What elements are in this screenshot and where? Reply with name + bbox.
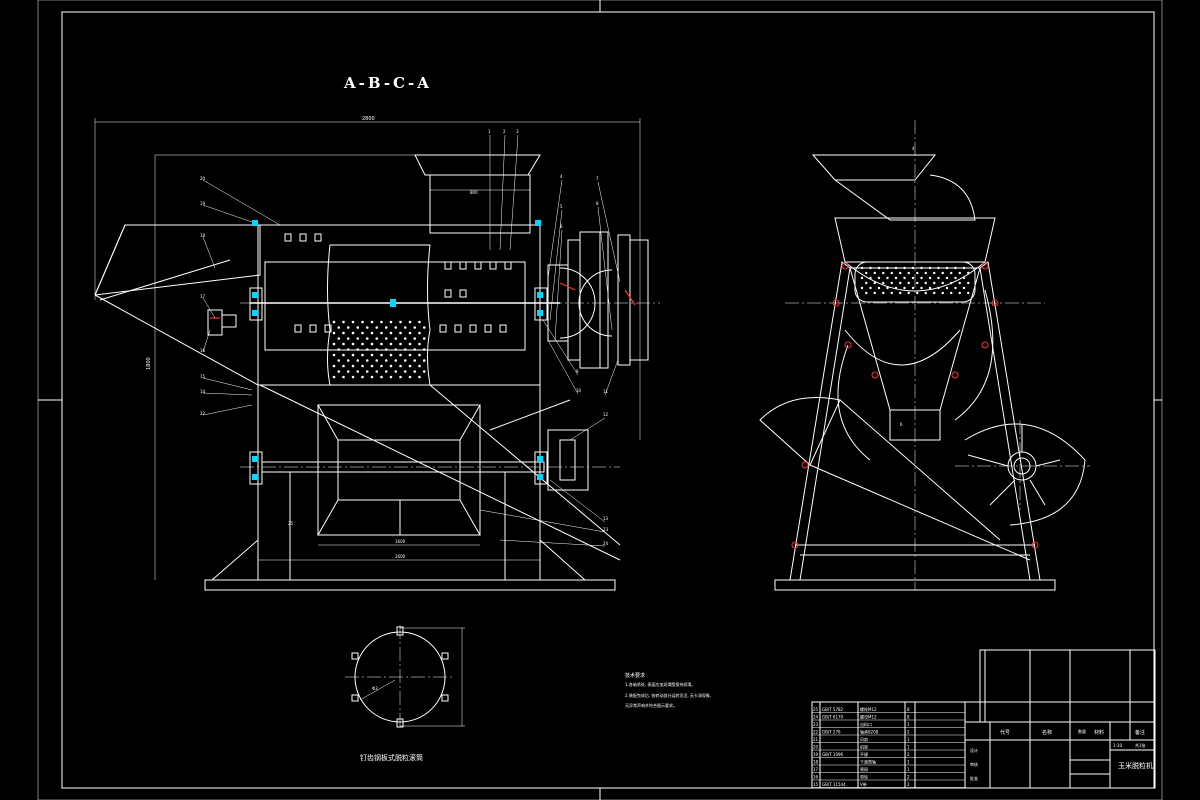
parts-list-cell: 21	[813, 737, 819, 742]
parts-list-cell: GB/T 1096	[822, 752, 844, 757]
side-view: 4 6	[759, 120, 1090, 591]
part-no-19: 19	[200, 201, 206, 206]
part-no-22: 22	[200, 411, 206, 416]
part-no-10: 10	[576, 388, 582, 393]
view-title: A-B-C-A	[343, 74, 432, 92]
dim-height: 1800	[146, 357, 152, 370]
col-material: 材料	[1094, 729, 1104, 736]
parts-list-cell: GB/T 5782	[822, 707, 844, 712]
part-no-20: 20	[200, 176, 206, 181]
parts-list-cell: GB/T 6170	[822, 715, 844, 720]
outer-frame	[37, 0, 1163, 800]
parts-list-cell: 18	[813, 760, 819, 765]
part-no-17: 17	[200, 294, 206, 299]
col-name: 名称	[1042, 729, 1052, 736]
parts-list-cell: 19	[813, 752, 819, 757]
part-no-5: 5	[560, 204, 563, 209]
leader-lines	[202, 134, 621, 547]
part-no-14: 14	[200, 389, 206, 394]
parts-list-cell: 22	[813, 730, 819, 735]
parts-list-cell: 25	[813, 707, 819, 712]
parts-list-cell: 1	[907, 722, 910, 727]
drum-detail-view: Φ3 钉齿钢板式脱粒滚筒	[345, 625, 465, 762]
part-no-16: 16	[200, 348, 206, 353]
parts-list-cell: 出料口	[860, 721, 872, 727]
parts-list-cell: 螺母M12	[860, 714, 877, 720]
parts-list-cell: GB/T 11544	[822, 782, 846, 787]
part-no-13: 13	[603, 516, 609, 521]
part-no-23: 23	[603, 527, 609, 532]
parts-list-cell: 8	[907, 707, 910, 712]
bearing-blocks	[249, 220, 548, 485]
approver: 批准	[970, 775, 978, 781]
detail-caption: 钉齿钢板式脱粒滚筒	[360, 753, 423, 762]
parts-list-cell: 带轮	[860, 774, 868, 780]
parts-list-cell: 2	[907, 730, 910, 735]
tech-heading: 技术要求	[625, 672, 645, 679]
dim-overall-width: 2800	[362, 116, 375, 122]
svg-text:6: 6	[900, 422, 903, 427]
parts-list-cell: 2	[907, 782, 910, 787]
parts-list-cell: 17	[813, 767, 819, 772]
inner-frame	[61, 11, 1155, 789]
parts-list-cell: 筛网	[860, 766, 868, 772]
checker: 审核	[970, 761, 978, 767]
pulleys	[547, 231, 649, 491]
parts-list-cell: 15	[813, 782, 819, 787]
part-no-1: 1	[488, 129, 491, 134]
part-no-25: 25	[288, 521, 294, 526]
parts-list-cell: 下滚筒轴	[860, 759, 876, 765]
part-no-24: 24	[603, 541, 609, 546]
detail-dim-dia: Φ3	[372, 686, 378, 691]
part-no-15: 15	[200, 374, 206, 379]
parts-list-cell: 23	[813, 722, 819, 727]
col-qty: 数量	[1078, 728, 1086, 734]
parts-list-cell: 2	[907, 775, 910, 780]
part-no-12: 12	[603, 412, 609, 417]
parts-list-cell: 1	[907, 737, 910, 742]
parts-list-cell: 平键	[860, 751, 868, 757]
parts-list-cell: 机架	[860, 744, 868, 750]
part-no-3: 3	[516, 129, 519, 134]
sheet: 共1张	[1135, 742, 1146, 748]
parts-list-cell: 16	[813, 775, 819, 780]
parts-list-cell: GB/T 276	[822, 730, 841, 735]
svg-text:4: 4	[912, 146, 915, 151]
tech-requirements: 技术要求 1.各轴承处, 表面应加润滑脂保持润滑。 2.装配完成后, 各转动部分…	[625, 672, 711, 708]
tech-line-2: 2.装配完成后, 各转动部分运转灵活, 无卡滞现象,	[625, 692, 711, 698]
designer: 设计	[970, 747, 978, 753]
col-code: 代号	[1000, 729, 1010, 736]
machine-name: 玉米脱粒机	[1118, 761, 1153, 770]
parts-list-cell: 轴承6208	[860, 729, 879, 735]
tech-line-3: 无异常声响并符合图示要求。	[625, 702, 677, 708]
part-no-9: 9	[576, 369, 579, 374]
parts-list-cell: 1	[907, 760, 910, 765]
parts-list-cell: 螺栓M12	[860, 706, 877, 712]
part-no-7: 7	[596, 176, 599, 181]
part-no-18: 18	[200, 233, 206, 238]
col-note: 备注	[1135, 729, 1145, 736]
parts-list-cell: 风扇	[860, 736, 868, 742]
part-no-6: 6	[560, 224, 563, 229]
parts-list-cell: 2	[907, 752, 910, 757]
parts-list-cell: V带	[860, 782, 867, 787]
part-no-11: 11	[603, 389, 609, 394]
dim-hopper-width: 800	[470, 190, 478, 195]
scale: 1:10	[1113, 743, 1122, 748]
tech-line-1: 1.各轴承处, 表面应加润滑脂保持润滑。	[625, 681, 695, 687]
parts-list-cell: 20	[813, 745, 819, 750]
parts-list-cell: 8	[907, 715, 910, 720]
dim-base-length: 2600	[395, 554, 406, 559]
front-view: 2800 1800 800	[94, 116, 660, 591]
part-no-2: 2	[503, 129, 506, 134]
parts-list-cell: 1	[907, 745, 910, 750]
part-no-4: 4	[560, 174, 563, 179]
parts-list-cell: 24	[813, 715, 819, 720]
part-no-8: 8	[596, 201, 599, 206]
dim-inner-length: 1600	[395, 539, 406, 544]
parts-list-cell: 1	[907, 767, 910, 772]
